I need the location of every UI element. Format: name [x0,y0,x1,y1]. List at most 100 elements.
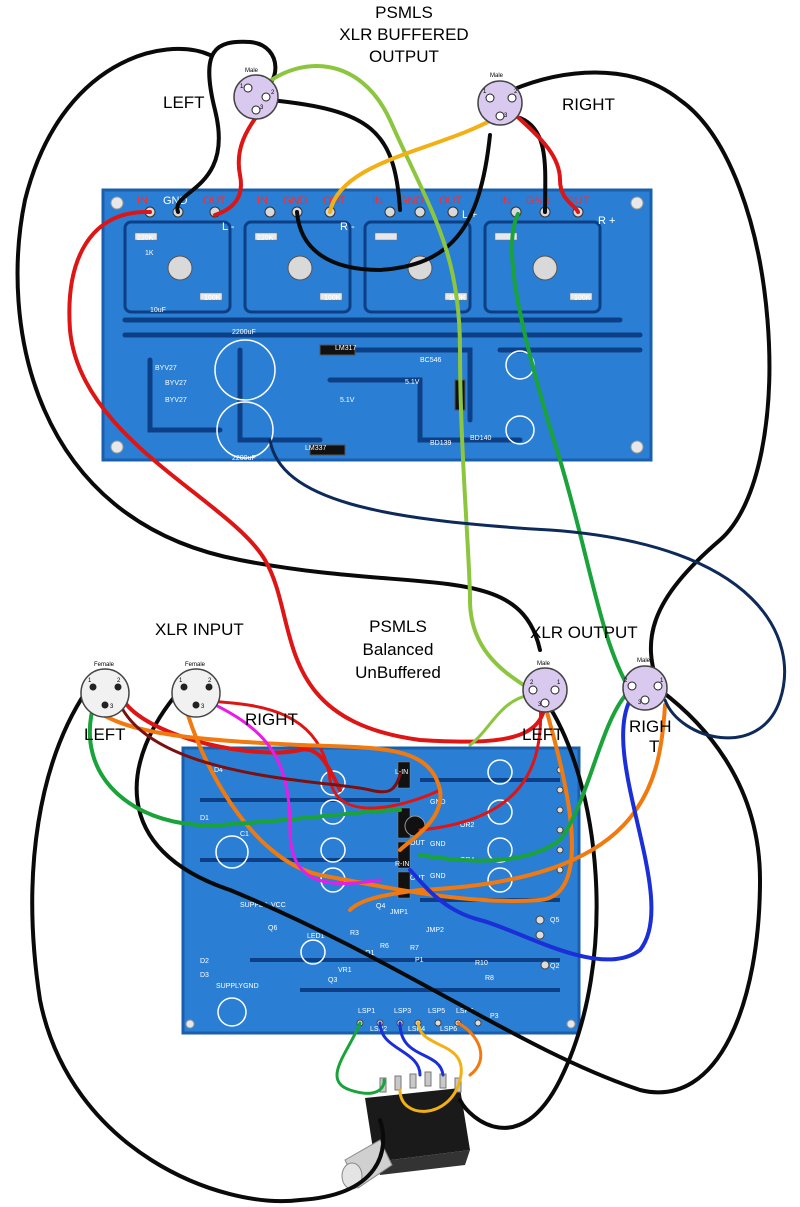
silk-label: D3 [200,972,209,979]
wire-blue [398,1021,445,1077]
connector-label-right: RIGHT [562,95,615,114]
wire-black [518,116,548,214]
title-line: XLR BUFFERED [339,25,468,44]
xlr-output-left-connector: Male 2 1 3 [522,661,568,713]
silk-label: P1 [415,957,424,964]
bottom-title: PSMLS Balanced UnBuffered [355,617,441,682]
bottom-pcb-board: SUPPLY_VCC SUPPLYGND GND GND GND OUT OUT… [181,746,581,1035]
selector-label: LSP4 [408,1026,425,1033]
pin-label: 1 [483,89,487,95]
pin-label: 3 [504,113,508,119]
component-label: 5.1V [405,379,420,386]
component-label: BYV27 [165,380,187,387]
component-label: BD139 [430,440,452,447]
wire-black [30,688,386,1203]
rail-label: L - [222,221,235,233]
title-line: OUTPUT [369,47,439,66]
pin-label: 3 [260,105,264,111]
wire-green [509,212,632,692]
input-right-label: RIGHT [245,710,298,729]
wire-red [67,209,547,744]
rail-label: R - [340,221,355,233]
title-line: Balanced [363,640,434,659]
silk-label: SUPPLYGND [216,983,259,990]
pin-label: 2 [117,678,121,684]
wire-black [268,98,402,212]
pin-label: 2 [208,678,212,684]
wire-red [198,698,442,810]
xlr-input-right-connector: Female 1 2 3 [171,662,221,718]
output-left-label: LEFT [522,725,564,744]
pin-label: 1 [88,678,92,684]
wire-black [134,688,762,1095]
silk-label: R6 [380,943,389,950]
pin-label: 3 [110,704,114,710]
xlr-output-right-connector: Male 2 1 3 [622,658,668,711]
selector-label: LSP5 [428,1008,445,1015]
component-label: BD140 [470,435,492,442]
output-right-label: T [649,737,659,756]
top-pcb-board: IN GND OUT IN GND OUT IN GND OUT IN GND … [101,188,653,462]
selector-label: LSP3 [394,1008,411,1015]
pin-label: 3 [638,700,642,706]
wire-black [15,47,542,652]
silk-label: C1 [240,831,249,838]
wire-orange [398,1021,463,1113]
silk-label: R10 [475,960,488,967]
xlr-top-right-connector: Male 1 2 3 [477,73,523,126]
header-label: IN [137,195,148,207]
silk-label: LED1 [307,933,325,940]
component-label: 2200uF [232,329,256,336]
header-label: IN [372,195,383,207]
connector-gender: Male [537,661,551,667]
wire-dark-blue [268,438,787,740]
component-label: 10uF [150,307,166,314]
wire-black [458,698,599,1130]
silk-label: D1 [200,815,209,822]
rail-label: R + [598,215,615,227]
wire-green [335,1021,386,1095]
pin-label: 2 [514,89,518,95]
connector-gender: Male [245,68,259,74]
connector-label-left: LEFT [163,93,205,112]
silk-label: P3 [490,1013,499,1020]
input-left-label: LEFT [84,725,126,744]
silk-label: GND [430,873,446,880]
selector-label: LSP2 [370,1026,387,1033]
header-label: GND [283,195,308,207]
title-line: UnBuffered [355,663,441,682]
selector-labels: LSP1 LSP2 LSP3 LSP4 LSP5 LSP6 LSP7 [358,1008,473,1033]
component-label: BYV27 [155,365,177,372]
wire-orange [348,703,667,912]
component-label: 100K [324,295,341,302]
header-label: GND [399,195,424,207]
component-label: LM317 [335,345,357,352]
wire-blue [378,1021,422,1077]
pin-label: 2 [530,680,534,686]
component-label: 100K [204,295,221,302]
wire-blue [408,698,654,962]
pin-label: 3 [538,702,542,708]
wires [15,39,787,1203]
output-right-label: RIGH [629,717,672,736]
pin-label: 1 [660,678,664,684]
wire-light-green [260,64,532,692]
wire-black [295,133,492,272]
component-label: BYV27 [165,397,187,404]
xlr-input-label: XLR INPUT [155,620,244,639]
silk-label: JMP1 [390,909,408,916]
component-label: 220K [257,235,274,242]
wire-orange [183,703,574,903]
wire-black [510,70,772,692]
silk-label: JMP2 [426,927,444,934]
silk-label: D4 [214,767,223,774]
pin-label: 3 [201,704,205,710]
component-label: 1K [145,250,154,257]
pin-label: 1 [240,84,244,90]
wire-red [213,105,266,217]
pin-label: 2 [271,90,275,96]
component-label: 5.1V [340,397,355,404]
silk-label: OR2 [460,822,475,829]
connector-gender: Female [185,662,206,668]
